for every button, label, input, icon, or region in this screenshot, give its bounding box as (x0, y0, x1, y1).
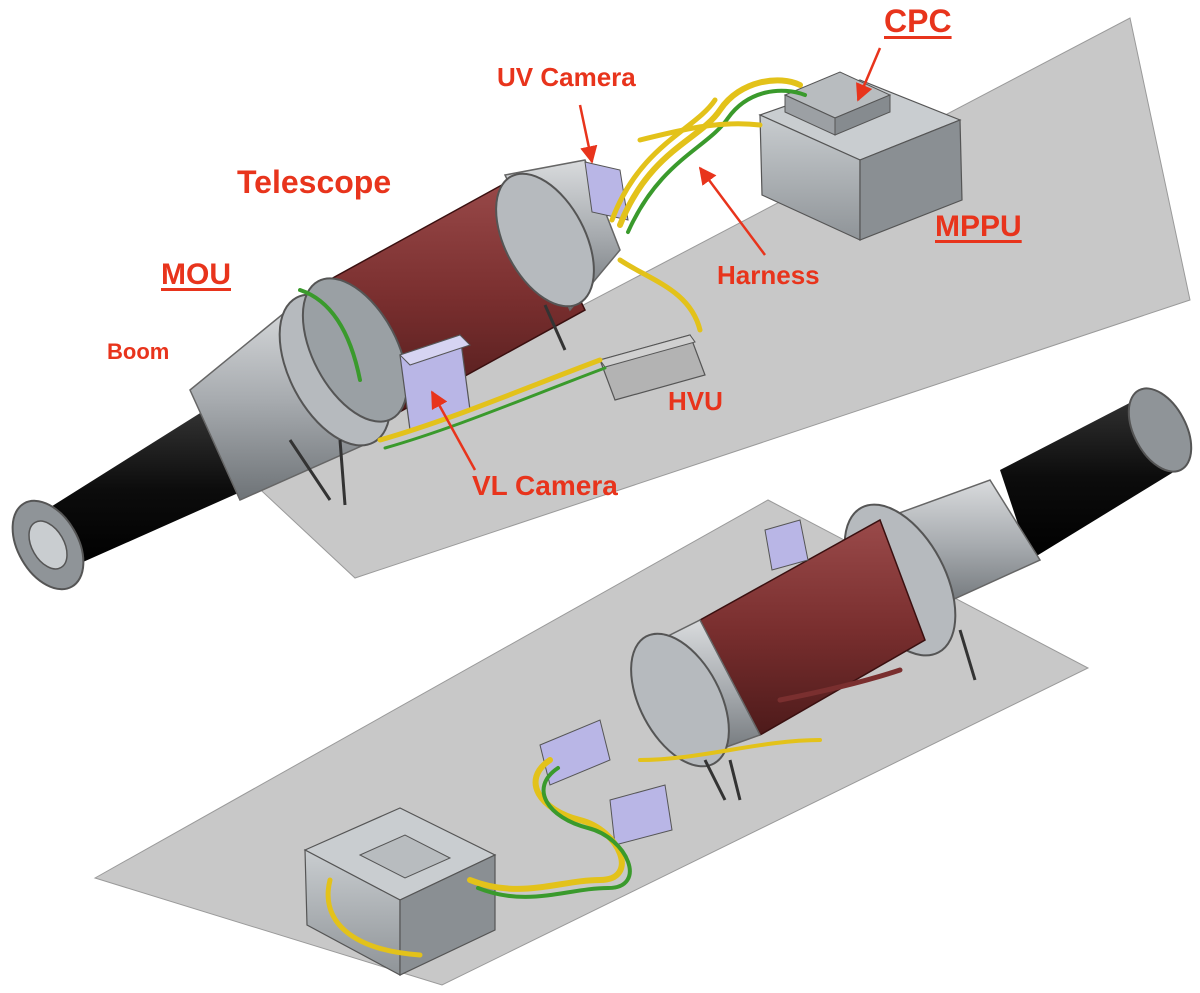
hvu-label: HVU (668, 386, 723, 416)
boom-label: Boom (107, 339, 170, 364)
top-mppu-box (758, 71, 963, 241)
vl-camera-arrow (430, 390, 477, 471)
vl-camera-label: VL Camera (472, 470, 618, 501)
cpc-label: CPC (884, 3, 952, 39)
top-harness (298, 77, 807, 450)
top-vl-camera-box (399, 334, 471, 431)
uv-camera-label: UV Camera (497, 62, 636, 92)
mppu-label: MPPU (935, 210, 1022, 243)
telescope-label: Telescope (237, 164, 392, 200)
bottom-legs (703, 629, 977, 801)
top-assembly (11, 17, 1191, 591)
mou-label: MOU (161, 258, 231, 291)
top-hvu-box (599, 334, 706, 401)
bottom-camera-box-2 (609, 784, 673, 846)
uv-camera-arrow (578, 104, 598, 164)
annotation-arrows (430, 47, 882, 471)
bottom-front-cone (630, 618, 762, 768)
bottom-camera-box-3 (764, 519, 809, 571)
top-uv-camera-box (584, 161, 629, 221)
harness-label: Harness (717, 260, 820, 290)
top-legs (288, 304, 567, 506)
harness-arrow (698, 166, 767, 256)
bottom-boom (1000, 387, 1193, 560)
bottom-harness (325, 667, 903, 958)
bottom-assembly (93, 387, 1193, 986)
cpc-arrow (856, 47, 882, 102)
top-boom (11, 410, 245, 591)
